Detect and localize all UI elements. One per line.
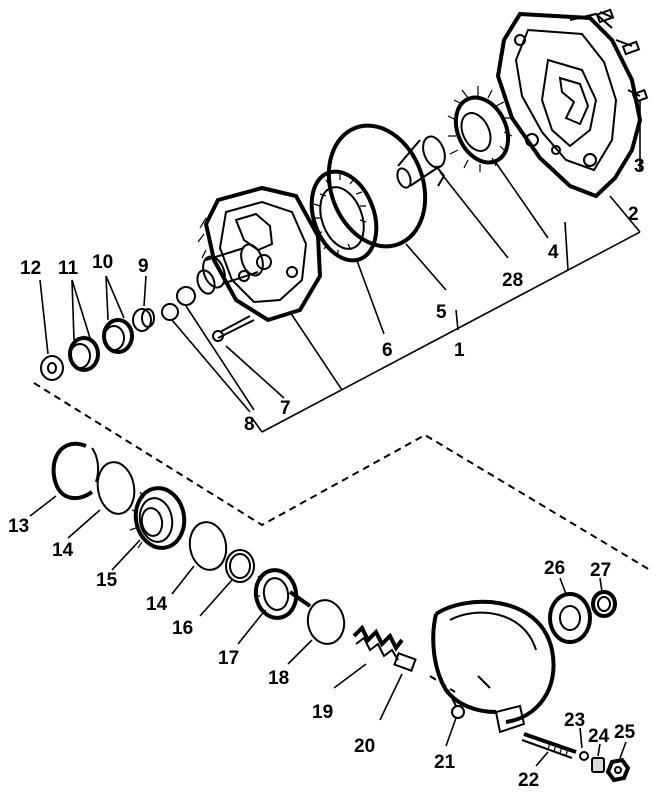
callout-14-lower: 14 (146, 594, 168, 615)
callout-27: 27 (590, 560, 611, 581)
washer-part-12 (39, 279, 64, 381)
callout-11: 11 (58, 258, 79, 279)
bolt-part-7 (212, 315, 285, 399)
outer-gear-ring-part-6 (309, 169, 385, 335)
piston-part-15 (111, 486, 187, 571)
pump-cover-part-1 (196, 185, 343, 391)
callout-4: 4 (548, 242, 559, 263)
callout-21: 21 (434, 752, 456, 773)
ring-part-18 (287, 599, 346, 665)
callout-23: 23 (564, 710, 585, 731)
nut-part-23 (579, 727, 589, 761)
bushings-part-8 (161, 286, 255, 413)
seal-part-14-lower (171, 521, 228, 595)
callout-26: 26 (544, 558, 565, 579)
callout-15: 15 (96, 570, 118, 591)
callout-2: 2 (628, 204, 639, 225)
drive-gear-part-4 (447, 86, 549, 239)
bushing-part-9 (132, 275, 155, 332)
callout-5: 5 (436, 302, 447, 323)
callout-7: 7 (280, 398, 291, 419)
callout-13: 13 (8, 516, 29, 537)
callout-labels: 1 2 3 4 5 6 7 8 9 10 11 12 13 14 15 14 1… (8, 156, 645, 791)
callout-3: 3 (634, 156, 645, 177)
strut-part-20 (379, 652, 417, 721)
dashed-group-outline (33, 382, 651, 693)
seal-rings-part-11 (68, 279, 100, 372)
callout-1: 1 (454, 340, 465, 361)
o-ring-part-27 (591, 577, 617, 618)
seal-part-14-upper (67, 461, 136, 539)
washer-part-26 (548, 577, 592, 644)
servo-piston-part-17 (237, 568, 312, 645)
callout-6: 6 (382, 340, 393, 361)
seal-rings-part-10 (102, 275, 134, 354)
o-ring-part-16 (199, 549, 255, 617)
assembly-bracket-lines (251, 195, 641, 433)
callout-8: 8 (244, 414, 255, 435)
spring-part-19 (333, 624, 404, 689)
callout-9: 9 (138, 256, 149, 277)
callout-19: 19 (312, 702, 333, 723)
callout-12: 12 (20, 258, 41, 279)
callout-24: 24 (588, 726, 610, 747)
callout-17: 17 (218, 648, 239, 669)
callout-20: 20 (354, 736, 375, 757)
callout-18: 18 (268, 668, 289, 689)
brake-band-part-21 (431, 599, 556, 747)
callout-22: 22 (518, 770, 539, 791)
gasket-part-5 (326, 123, 447, 291)
callout-25: 25 (614, 722, 636, 743)
callout-16: 16 (172, 618, 193, 639)
adjusting-screw-part-22 (521, 732, 577, 767)
callout-28: 28 (502, 270, 523, 291)
nut-part-24 (591, 743, 605, 773)
callout-10: 10 (92, 252, 113, 273)
nut-part-25 (605, 741, 631, 783)
hub-part-28 (396, 135, 509, 259)
housing-bolts (595, 8, 649, 140)
snap-ring-part-13 (29, 441, 100, 517)
pump-housing-part-2 (495, 11, 643, 199)
callout-14-upper: 14 (52, 540, 74, 561)
